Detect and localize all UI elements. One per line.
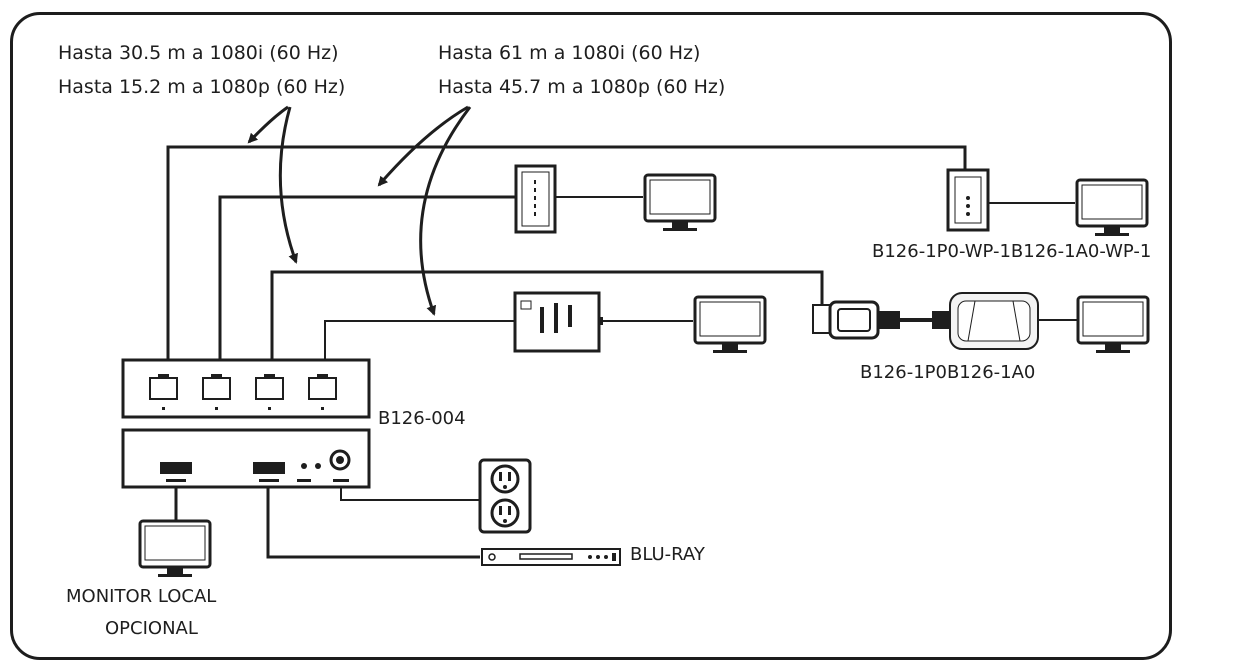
- monitor-icon: [1075, 178, 1149, 236]
- monitor-icon: [643, 173, 717, 231]
- extender-receiver-icon: [513, 291, 603, 353]
- cable-port-2: [218, 195, 516, 380]
- monitor-icon: [1076, 295, 1150, 353]
- splitter-rear-icon: [121, 428, 371, 489]
- bluray-label: BLU-RAY: [630, 544, 705, 565]
- arrow-long-down: [419, 106, 472, 316]
- splitter-icon: [121, 358, 371, 419]
- cable-port-1: [166, 145, 967, 380]
- local-monitor-label-line2: OPCIONAL: [105, 618, 198, 639]
- range-long-1080i: Hasta 61 m a 1080i (60 Hz): [438, 42, 701, 64]
- bluray-player-icon: [481, 548, 621, 566]
- wallplate-icon: [946, 168, 990, 232]
- power-outlet-icon: [478, 458, 532, 534]
- range-short-1080p: Hasta 15.2 m a 1080p (60 Hz): [58, 76, 346, 98]
- local-monitor-icon: [138, 519, 212, 577]
- extender-receiver-large-icon: [949, 292, 1039, 350]
- hdmi-cables: [556, 196, 1078, 322]
- extender-models-label: B126-1P0B126-1A0: [860, 362, 1036, 383]
- range-short-1080i: Hasta 30.5 m a 1080i (60 Hz): [58, 42, 339, 64]
- distance-arrows: [247, 105, 472, 316]
- wallplate-receiver-icon: [514, 164, 557, 234]
- diagram-frame: [10, 12, 1172, 660]
- splitter-model-label: B126-004: [378, 408, 466, 429]
- monitor-icon: [693, 295, 767, 353]
- range-long-1080p: Hasta 45.7 m a 1080p (60 Hz): [438, 76, 726, 98]
- extender-dongle-icon: [812, 300, 950, 340]
- local-monitor-label-line1: MONITOR LOCAL: [66, 586, 217, 607]
- arrow-long-left: [377, 105, 469, 187]
- arrow-short-down: [278, 106, 298, 264]
- wallplate-models-label: B126-1P0-WP-1B126-1A0-WP-1: [872, 241, 1152, 262]
- arrow-short-left: [247, 105, 289, 144]
- cable-port-3: [270, 270, 824, 380]
